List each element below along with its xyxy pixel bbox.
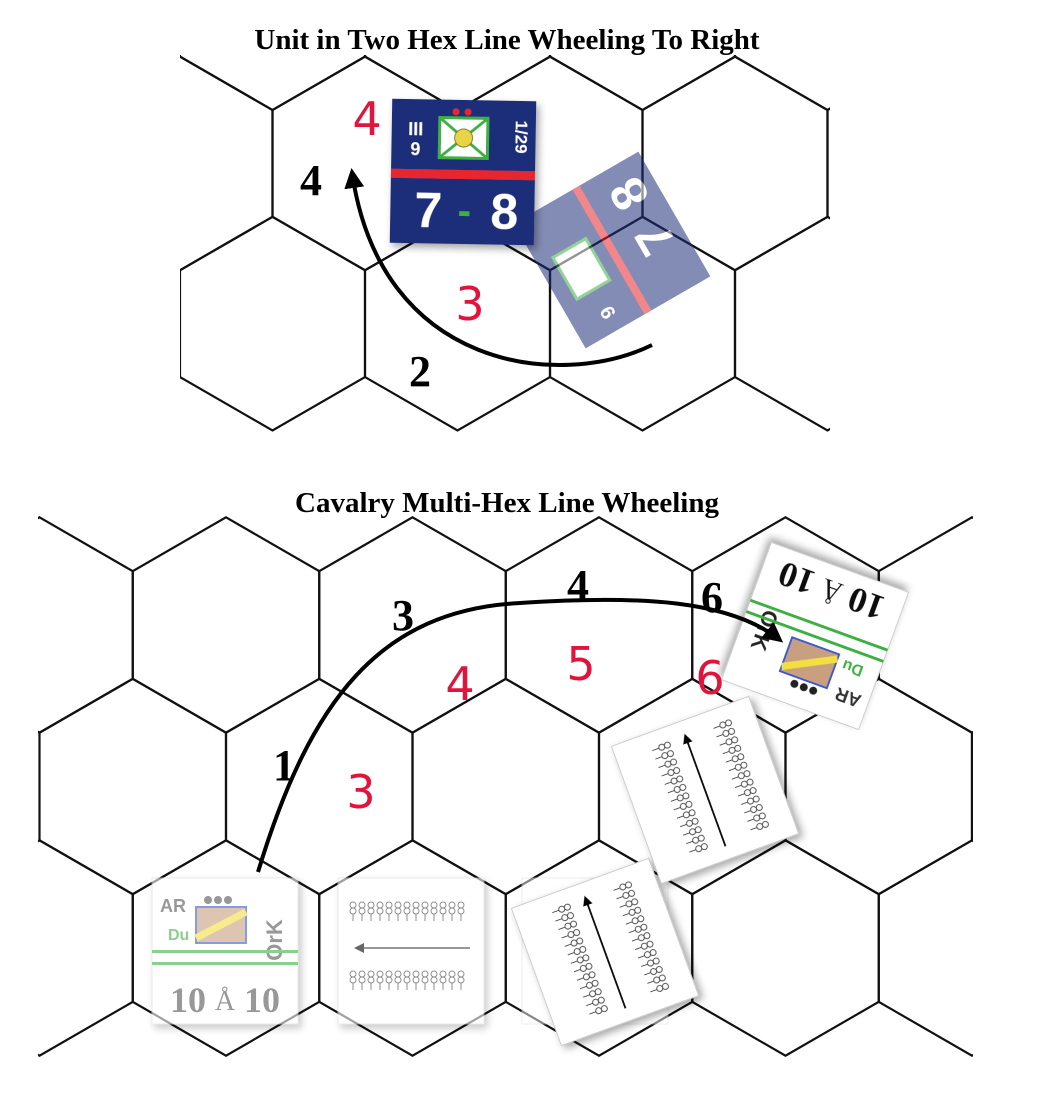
hex bbox=[38, 677, 228, 896]
hex bbox=[504, 516, 694, 734]
diagram1-title: Unit in Two Hex Line Wheeling To Right bbox=[254, 24, 760, 56]
svg-text:OrK: OrK bbox=[262, 919, 287, 961]
step-number: 4 bbox=[445, 657, 474, 711]
hex bbox=[826, 107, 830, 220]
unit-id: 1/29 bbox=[511, 120, 531, 153]
svg-text:Å: Å bbox=[215, 986, 236, 1017]
hex-number: 2 bbox=[409, 347, 431, 396]
hex bbox=[691, 839, 880, 1057]
hex bbox=[970, 730, 973, 843]
hex bbox=[131, 516, 321, 734]
ghost-counter-wheeled: 7 8 9 bbox=[513, 151, 711, 349]
step-number: 6 bbox=[695, 651, 724, 705]
hex bbox=[180, 215, 367, 432]
hex bbox=[877, 516, 973, 734]
step-number: 5 bbox=[566, 637, 595, 691]
attack-value: 7 bbox=[414, 182, 443, 238]
hex bbox=[180, 55, 274, 272]
svg-text:10: 10 bbox=[170, 980, 206, 1020]
diagram2-title: Cavalry Multi-Hex Line Wheeling bbox=[295, 487, 719, 519]
svg-text:Du: Du bbox=[840, 656, 866, 679]
hex bbox=[411, 677, 601, 896]
hex-number: 3 bbox=[392, 591, 414, 640]
movement-value: 8 bbox=[490, 183, 519, 239]
hex bbox=[920, 217, 1043, 431]
svg-text:10: 10 bbox=[244, 980, 280, 1020]
hex-number: 4 bbox=[567, 561, 589, 610]
line-counter-wheeled-2 bbox=[610, 695, 800, 885]
hex-number: 4 bbox=[300, 156, 322, 205]
hex-number: 1 bbox=[273, 741, 295, 790]
svg-text:Du: Du bbox=[168, 927, 189, 944]
cavalry-counter-start: AR Du OrK 10 Å 10 bbox=[151, 877, 299, 1025]
step-number: 3 bbox=[455, 277, 484, 331]
hex-grid-bottom bbox=[38, 516, 973, 1057]
svg-text:-: - bbox=[457, 189, 471, 233]
hex bbox=[38, 839, 134, 1057]
step-number: 3 bbox=[346, 765, 375, 819]
svg-text:AR: AR bbox=[160, 896, 186, 916]
hex bbox=[733, 215, 830, 432]
unit-counter: III 9 1/29 7 - 8 bbox=[389, 98, 537, 246]
hex bbox=[733, 55, 830, 112]
wheel-arrow-top bbox=[344, 168, 653, 368]
hex bbox=[224, 677, 414, 896]
line-counter-wheeled-1 bbox=[510, 857, 700, 1047]
line-counter-start bbox=[337, 877, 485, 1025]
size-symbol: III bbox=[408, 119, 423, 139]
hex-number: 6 bbox=[701, 573, 723, 622]
wheel-arrow-bottom bbox=[256, 597, 784, 873]
hex bbox=[877, 839, 973, 1057]
cavalry-counter-end: AR Du OrK 10 Å 10 bbox=[720, 541, 910, 731]
step-number: 4 bbox=[352, 92, 381, 146]
hex bbox=[38, 516, 134, 734]
division-label: 9 bbox=[410, 139, 420, 159]
hex bbox=[1013, 57, 1043, 271]
hex bbox=[920, 0, 1043, 110]
